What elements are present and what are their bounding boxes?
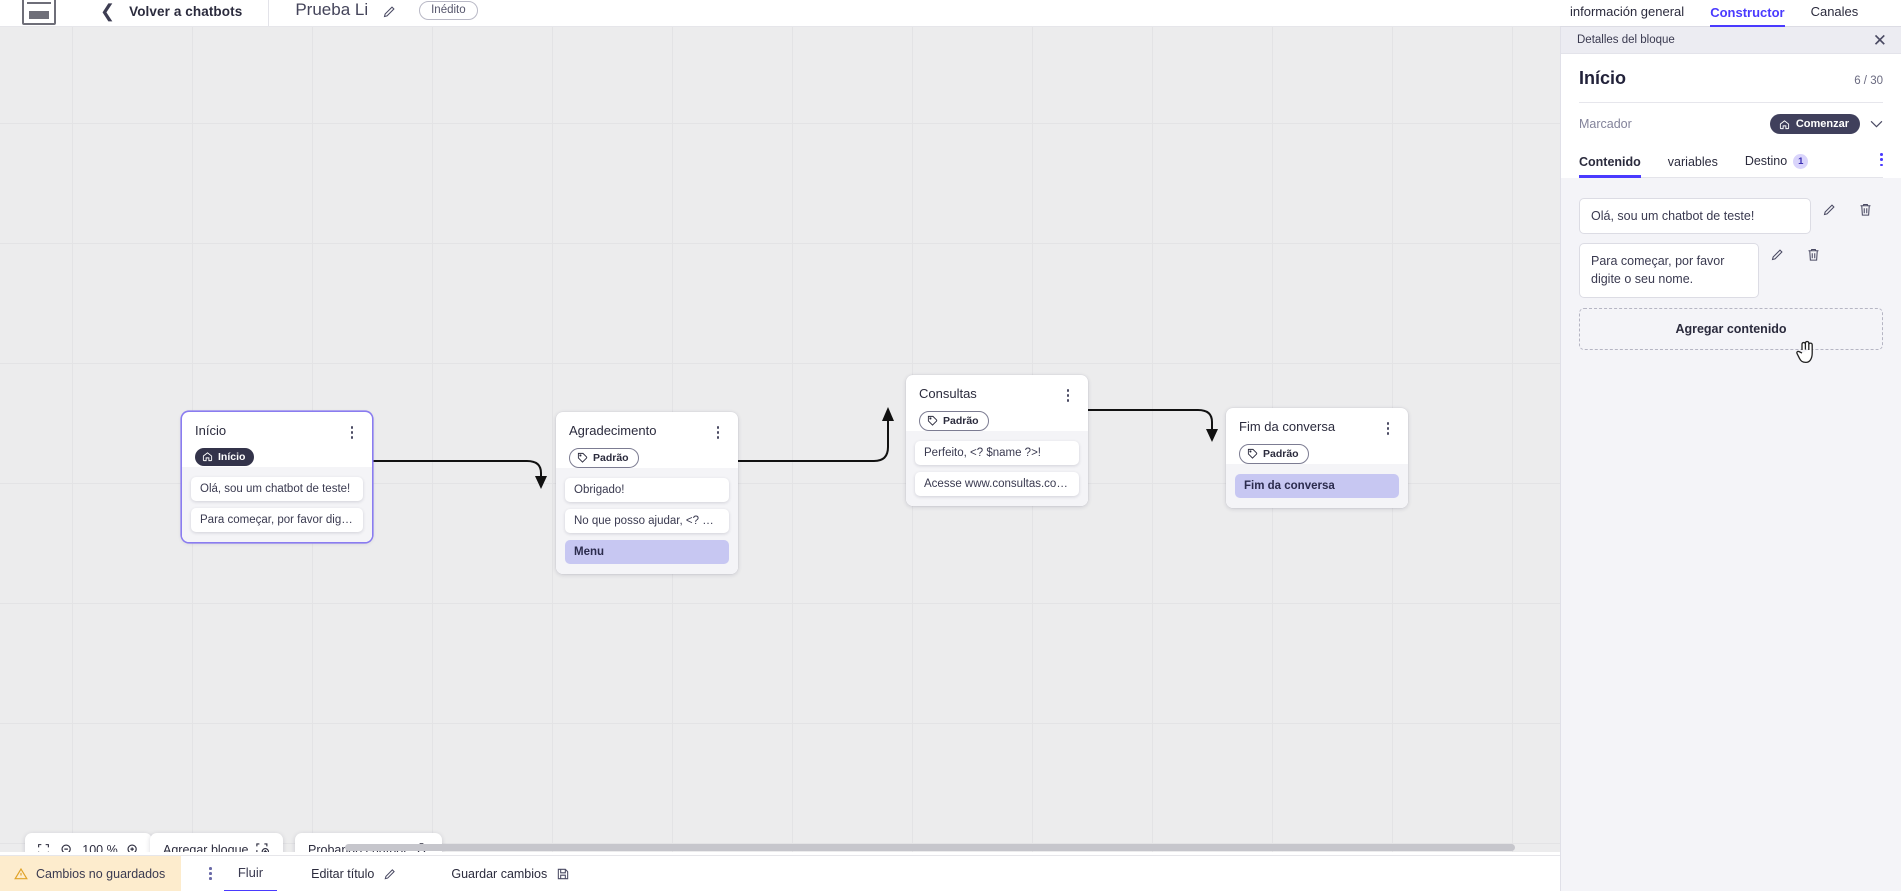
content-item-text[interactable]: Para começar, por favor digite o seu nom… <box>1579 243 1759 298</box>
panel-header-section: Início 6 / 30 Marcador Comenzar Contenid… <box>1561 54 1901 179</box>
save-changes-button[interactable]: Guardar cambios <box>451 867 570 881</box>
marker-row: Marcador Comenzar <box>1579 103 1883 144</box>
tab-destino-label: Destino <box>1744 154 1788 168</box>
page-title: Prueba Li <box>295 0 369 19</box>
edit-title-label: Editar título <box>311 866 375 881</box>
close-icon[interactable]: ✕ <box>1872 30 1887 50</box>
node-tag-padrao: Padrão <box>569 447 639 468</box>
node-body: Fim da conversa <box>1226 464 1408 509</box>
marker-chip-label: Comenzar <box>1795 118 1849 130</box>
block-name: Início <box>1579 68 1627 88</box>
node-title: Consultas <box>919 386 977 401</box>
node-title: Início <box>195 423 227 438</box>
node-body: Perfeito, <? $name ?>! Acesse www.consul… <box>906 431 1088 507</box>
node-body: Olá, sou um chatbot de teste! Para começ… <box>182 467 372 543</box>
flow-node-consultas[interactable]: Consultas Padrão Perfeito, <? $name ?>! … <box>906 375 1088 507</box>
status-kebab-icon[interactable] <box>209 867 212 880</box>
tag-icon <box>1247 448 1258 460</box>
node-header: Início Início <box>182 412 372 467</box>
node-title: Agradecimento <box>569 423 657 438</box>
pencil-icon <box>383 867 397 881</box>
tab-destino-badge: 1 <box>1793 154 1809 170</box>
warning-triangle-icon <box>14 867 28 881</box>
node-menu-icon[interactable] <box>1381 419 1395 435</box>
unsaved-changes-label: Cambios no guardados <box>36 866 166 881</box>
node-message-menu[interactable]: Menu <box>565 540 729 565</box>
tab-canales[interactable]: Canales <box>1810 3 1859 19</box>
via-logo-icon <box>22 0 56 25</box>
node-title: Fim da conversa <box>1239 419 1336 434</box>
panel-title: Detalles del bloque <box>1577 34 1675 46</box>
save-disk-icon <box>556 867 570 881</box>
unsaved-changes-badge: Cambios no guardados <box>0 855 182 891</box>
status-badge: Inédito <box>419 1 478 20</box>
node-message[interactable]: Para começar, por favor digite o ... <box>191 508 363 533</box>
panel-title-bar: Detalles del bloque ✕ <box>1561 27 1901 54</box>
node-menu-icon[interactable] <box>711 423 725 439</box>
flow-node-agradecimento[interactable]: Agradecimento Padrão Obrigado! No que po… <box>556 412 738 575</box>
node-header: Agradecimento Padrão <box>556 412 738 468</box>
tab-fluir[interactable]: Fluir <box>223 865 278 891</box>
node-message[interactable]: Olá, sou um chatbot de teste! <box>191 477 363 502</box>
tab-informacion-general[interactable]: información general <box>1570 3 1685 19</box>
top-tabs: información general Constructor Canales <box>1560 0 1901 27</box>
back-to-chatbots-link[interactable]: Volver a chatbots <box>129 3 243 19</box>
node-message[interactable]: Obrigado! <box>565 478 729 503</box>
divider <box>1579 102 1883 103</box>
panel-tabs-kebab-icon[interactable] <box>1880 152 1883 172</box>
scrollbar-thumb[interactable] <box>345 844 1515 851</box>
node-body: Obrigado! No que posso ajudar, <? $name … <box>556 468 738 575</box>
trash-icon[interactable] <box>1847 202 1883 217</box>
node-header: Fim da conversa Padrão <box>1226 408 1408 464</box>
tab-destino[interactable]: Destino 1 <box>1744 148 1809 177</box>
node-tag-label: Padrão <box>593 451 629 464</box>
node-tag-label: Padrão <box>943 414 979 427</box>
panel-tabs: Contenido variables Destino 1 <box>1579 144 1883 179</box>
status-bar: Cambios no guardados Fluir Editar título… <box>0 855 1561 891</box>
content-item-row: Olá, sou um chatbot de teste! <box>1579 198 1883 235</box>
pencil-icon[interactable] <box>1811 202 1847 217</box>
app-header: ❮ Volver a chatbots Prueba Li Inédito <box>0 0 1561 27</box>
home-icon <box>1779 119 1790 130</box>
tab-variables[interactable]: variables <box>1667 154 1718 169</box>
tag-icon <box>577 452 588 464</box>
header-divider <box>268 0 270 26</box>
canvas-horizontal-scrollbar[interactable] <box>0 843 1561 852</box>
marker-label: Marcador <box>1579 117 1632 131</box>
node-header: Consultas Padrão <box>906 375 1088 431</box>
trash-icon[interactable] <box>1795 247 1831 262</box>
edit-title-button[interactable]: Editar título <box>311 867 397 881</box>
node-menu-icon[interactable] <box>1061 386 1075 402</box>
node-message[interactable]: Perfeito, <? $name ?>! <box>915 441 1079 466</box>
flow-node-fim-da-conversa[interactable]: Fim da conversa Padrão Fim da conversa <box>1226 408 1408 509</box>
block-details-panel: Detalles del bloque ✕ Início 6 / 30 Marc… <box>1560 27 1901 891</box>
node-menu-icon[interactable] <box>345 423 359 439</box>
flow-node-inicio[interactable]: Início Início Olá, sou um chatbot de tes… <box>182 412 372 543</box>
tag-icon <box>927 415 938 427</box>
tab-constructor[interactable]: Constructor <box>1710 5 1785 27</box>
back-chevron-icon[interactable]: ❮ <box>100 1 116 21</box>
node-tag-padrao: Padrão <box>1239 443 1309 464</box>
node-tag-inicio: Início <box>195 447 255 466</box>
chevron-down-icon[interactable] <box>1870 120 1883 128</box>
marker-chip-comenzar[interactable]: Comenzar <box>1769 114 1860 134</box>
node-tag-padrao: Padrão <box>919 410 989 431</box>
flow-canvas[interactable]: Início Início Olá, sou um chatbot de tes… <box>0 27 1561 855</box>
node-message-end[interactable]: Fim da conversa <box>1235 474 1399 499</box>
panel-content-list: Olá, sou um chatbot de teste! Para começ… <box>1561 178 1901 350</box>
pencil-icon[interactable] <box>382 4 397 19</box>
node-tag-label: Início <box>218 450 246 463</box>
node-message[interactable]: Acesse www.consultas.com par... <box>915 472 1079 497</box>
fit-screen-icon[interactable] <box>25 833 56 855</box>
save-changes-label: Guardar cambios <box>451 866 548 881</box>
pencil-icon[interactable] <box>1759 247 1795 262</box>
block-counter: 6 / 30 <box>1854 75 1883 87</box>
content-item-row: Para começar, por favor digite o seu nom… <box>1579 243 1883 298</box>
content-item-text[interactable]: Olá, sou um chatbot de teste! <box>1579 198 1811 235</box>
add-content-button[interactable]: Agregar contenido <box>1579 307 1883 350</box>
node-message[interactable]: No que posso ajudar, <? $name ... <box>565 509 729 534</box>
node-tag-label: Padrão <box>1263 447 1299 460</box>
tab-contenido[interactable]: Contenido <box>1579 149 1641 178</box>
home-icon <box>202 451 213 462</box>
